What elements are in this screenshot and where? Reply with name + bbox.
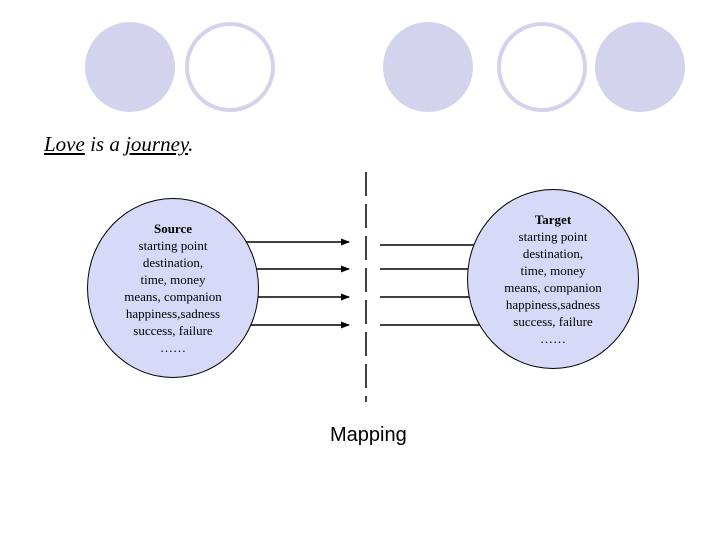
source-domain-circle: Source starting point destination, time,…: [87, 198, 259, 378]
target-item-destination: destination,: [522, 246, 584, 261]
decoration-ring-4-icon: [497, 22, 587, 112]
source-item-starting-point: starting point: [138, 238, 208, 253]
title-period: .: [188, 132, 194, 156]
decoration-circle-5-icon: [595, 22, 685, 112]
decoration-circle-3-icon: [383, 22, 473, 112]
source-item-success-failure: success, failure: [133, 323, 213, 338]
slide-title: Love is a journey.: [44, 132, 193, 157]
source-heading: Source: [153, 221, 193, 236]
target-heading: Target: [534, 212, 572, 227]
target-item-happiness-sadness: happiness,sadness: [505, 297, 601, 312]
title-word-love: Love: [44, 132, 85, 156]
left-arrows: [241, 238, 350, 329]
title-connector: is a: [84, 132, 126, 156]
target-item-ellipsis: ……: [540, 331, 566, 346]
decoration-ring-2-icon: [185, 22, 275, 112]
source-item-destination: destination,: [142, 255, 204, 270]
target-item-means-companion: means, companion: [504, 280, 602, 295]
target-item-time-money: time, money: [520, 263, 586, 278]
source-item-time-money: time, money: [140, 272, 206, 287]
decoration-circle-1-icon: [85, 22, 175, 112]
title-word-journey: journey: [125, 132, 189, 156]
target-domain-circle: Target starting point destination, time,…: [467, 189, 639, 369]
source-item-ellipsis: ……: [160, 340, 186, 355]
source-item-happiness-sadness: happiness,sadness: [125, 306, 221, 321]
mapping-label: Mapping: [330, 424, 407, 446]
source-item-means-companion: means, companion: [124, 289, 222, 304]
target-item-success-failure: success, failure: [513, 314, 593, 329]
target-item-starting-point: starting point: [518, 229, 588, 244]
